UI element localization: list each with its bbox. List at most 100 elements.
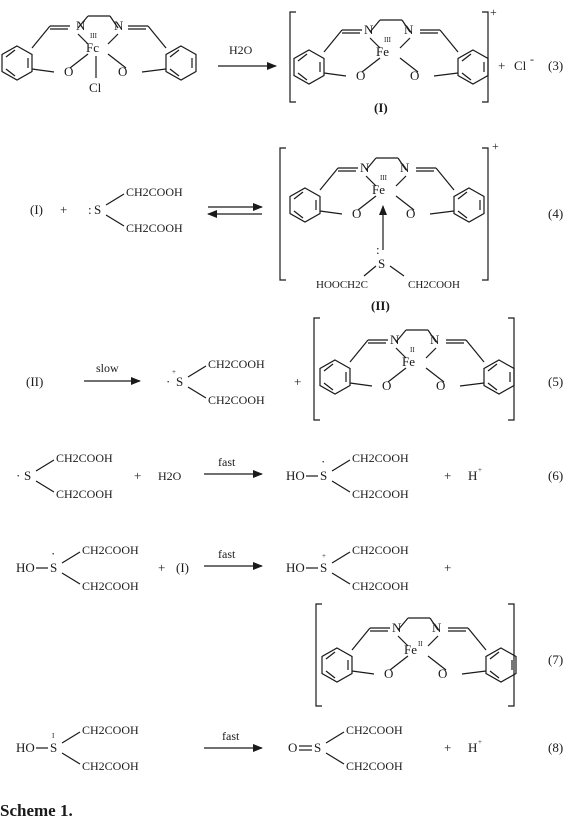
atom-metal: Fc [86,40,99,55]
substituent: CH2COOH [346,723,403,737]
plus-sign: + [294,374,301,389]
substituent: CH2COOH [126,221,183,235]
bracket-right [482,11,489,103]
atom-s: S [50,740,57,755]
charge: + [490,5,497,19]
equation-number: (8) [548,740,563,755]
atom-n: N [76,18,86,33]
atom-n: N [114,18,124,33]
bracket-right [482,147,489,281]
substituent: CH2COOH [352,543,409,557]
atom-s: S [50,560,57,575]
substituent: CH2COOH [126,185,183,199]
atom-o: O [436,378,445,393]
radical-dot: · [321,454,325,469]
equation-3: N N Fc III O O Cl H2O N N Fe III O O + (… [2,5,563,115]
atom-o: O [64,64,73,79]
atom-n: N [390,332,400,347]
equation-number: (3) [548,58,563,73]
oxidation-state: III [90,32,98,40]
atom-metal: Fe [376,44,389,59]
atom-o: O [352,206,361,221]
atom-o: O [438,666,447,681]
oxidation-state: II [410,346,415,354]
reagent-water: H2O [158,469,182,483]
substituent: CH2COOH [56,487,113,501]
reactant: (I) [30,202,43,217]
equation-7: HO · S CH2COOH CH2COOH + (I) fast HO + S… [16,543,563,707]
chloride: Cl [514,58,527,73]
reactant: (I) [176,560,189,575]
charge: + [478,466,482,474]
atom-s: : [376,242,380,257]
substituent: CH2COOH [408,279,460,291]
atom-o: O [118,64,127,79]
scheme-caption: Scheme 1. [0,801,73,820]
bracket-left [313,317,320,421]
charge: + [322,552,326,560]
substituent: CH2COOH [82,579,139,593]
atom-s: S [94,202,101,217]
hydroxyl: HO [16,740,35,755]
oxidation-state: III [380,174,388,182]
atom-o: O [384,666,393,681]
substituent: CH2COOH [82,759,139,773]
substituent: CH2COOH [82,543,139,557]
atom-o: O [356,68,365,83]
plus-sign: + [444,560,451,575]
hydroxyl: HO [286,468,305,483]
charge: + [172,368,176,376]
atom-n: N [400,160,410,175]
atom-cl: Cl [89,80,102,95]
atom-metal: Fe [402,354,415,369]
plus-sign: + [444,740,451,755]
radical-dot: · [166,374,170,389]
substituent: CH2COOH [352,451,409,465]
bracket-left [289,11,296,103]
atom-n: N [360,160,370,175]
atom-metal: Fe [372,182,385,197]
oxidation-state: III [384,36,392,44]
substituent: CH2COOH [208,393,265,407]
atom-o: O [382,378,391,393]
atom-s: : [88,202,92,217]
radical-dot: · [16,468,20,483]
substituent: CH2COOH [82,723,139,737]
substituent: CH2COOH [352,487,409,501]
plus-sign: + [134,468,141,483]
charge: + [492,139,499,153]
radical-dot: · [51,546,55,561]
hydroxyl: HO [16,560,35,575]
plus-sign: + [158,560,165,575]
reactant: (II) [26,374,43,389]
condition-fast: fast [218,455,236,469]
equation-number: (7) [548,652,563,667]
substituent: CH2COOH [208,357,265,371]
atom-s: S [378,256,385,271]
equation-number: (4) [548,206,563,221]
plus-sign: + [498,58,505,73]
atom-n: N [432,620,442,635]
equation-8: HO I S CH2COOH CH2COOH fast O S CH2COOH … [16,723,563,773]
reagent-water: H2O [229,43,253,57]
hydroxyl: HO [286,560,305,575]
condition-fast: fast [218,547,236,561]
substituent: CH2COOH [352,579,409,593]
oxidation-state: II [418,640,423,648]
compound-label: (II) [371,298,390,313]
atom-n: N [392,620,402,635]
charge: + [478,738,482,746]
condition-slow: slow [96,361,119,375]
bracket-left [315,603,322,707]
plus-sign: + [60,202,67,217]
bracket-left [279,147,286,281]
equation-5: (II) slow · + S CH2COOH CH2COOH + N N Fe… [26,317,563,421]
atom-o: O [406,206,415,221]
equation-number: (5) [548,374,563,389]
substituent: CH2COOH [346,759,403,773]
bracket-right [508,603,515,707]
anion-charge: - [530,52,534,66]
oxidation-state: I [52,732,55,740]
atom-o: O [288,740,297,755]
